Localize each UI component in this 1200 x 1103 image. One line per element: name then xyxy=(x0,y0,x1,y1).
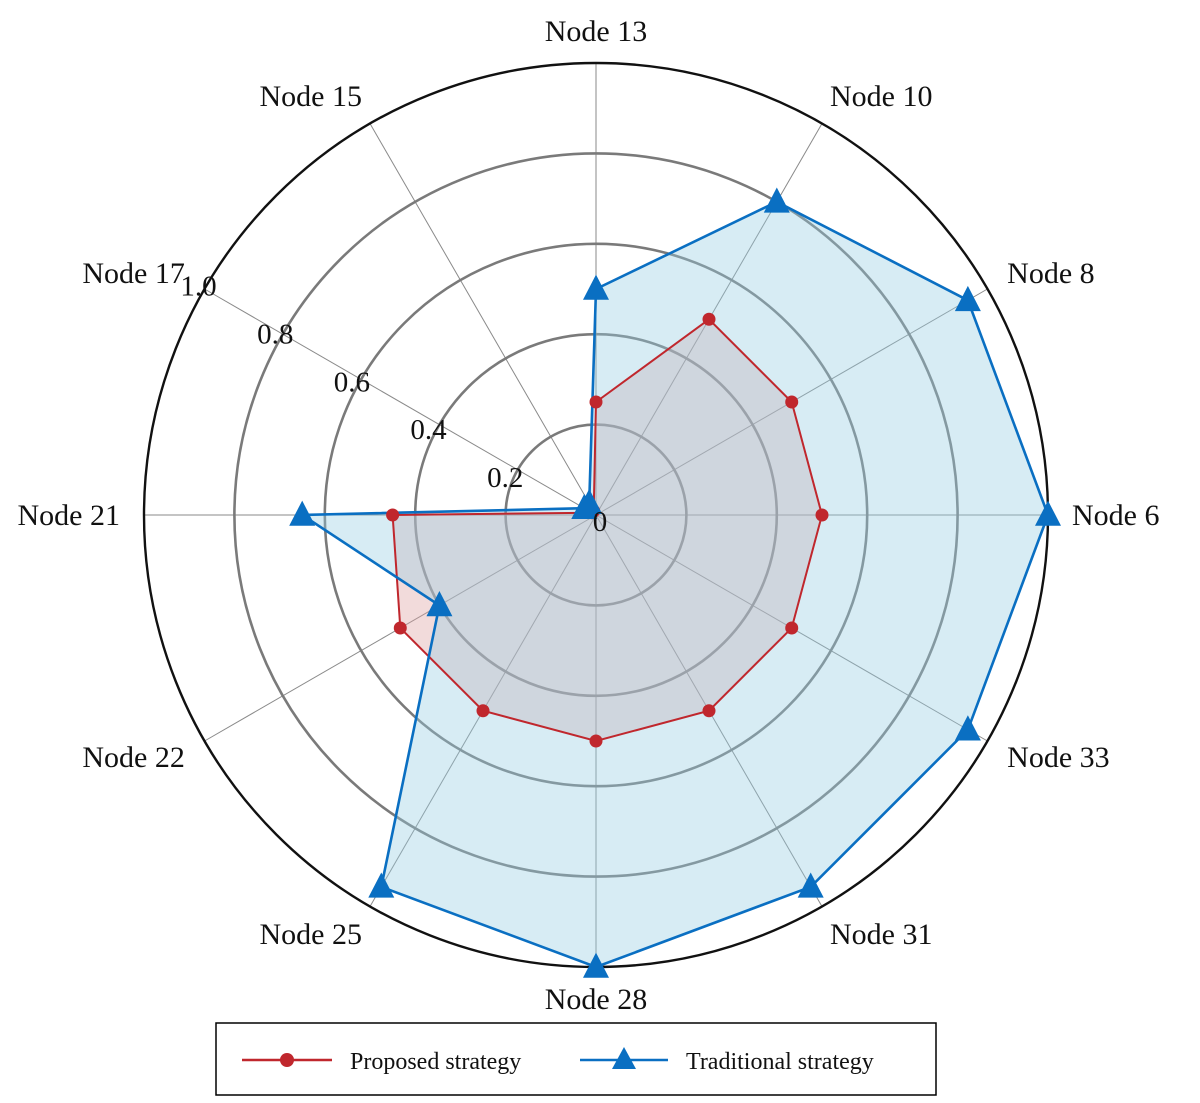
traditional-marker xyxy=(289,500,316,526)
traditional-marker xyxy=(576,488,603,515)
series-markers xyxy=(289,187,1061,978)
legend-label-proposed: Proposed strategy xyxy=(350,1049,521,1075)
category-label: Node 8 xyxy=(1007,257,1094,290)
category-label: Node 10 xyxy=(830,80,932,113)
traditional-marker xyxy=(763,187,790,213)
traditional-marker xyxy=(583,952,609,978)
traditional-marker xyxy=(368,872,395,898)
traditional-marker xyxy=(797,872,824,898)
proposed-marker xyxy=(393,621,407,635)
proposed-marker xyxy=(785,395,799,409)
proposed-marker xyxy=(589,395,603,409)
category-label: Node 21 xyxy=(18,499,120,532)
traditional-marker xyxy=(426,591,453,617)
radial-tick-label: 0.6 xyxy=(334,366,370,398)
radial-tick-label: 0.2 xyxy=(487,462,523,494)
radial-tick-label: 0.4 xyxy=(410,414,447,446)
legend: Proposed strategy Traditional strategy xyxy=(215,1022,937,1096)
spoke-line xyxy=(369,123,597,516)
category-label: Node 28 xyxy=(545,983,647,1016)
radial-tick-label: 0.8 xyxy=(257,318,293,350)
spoke-line xyxy=(204,288,597,516)
legend-box xyxy=(215,1022,937,1096)
series-areas xyxy=(302,201,1048,968)
traditional-marker xyxy=(1035,500,1061,526)
axis-labels: Node 13 Node 10 Node 8 Node 6 Node 33 Node 31… xyxy=(18,15,1160,1016)
proposed-marker xyxy=(386,508,400,522)
proposed-marker xyxy=(815,508,829,522)
legend-label-traditional: Traditional strategy xyxy=(686,1049,874,1075)
legend-marker-traditional xyxy=(612,1047,636,1069)
traditional-marker xyxy=(954,285,981,312)
radial-tick-label: 0 xyxy=(593,506,608,538)
traditional-marker xyxy=(583,274,609,300)
proposed-marker xyxy=(702,312,716,326)
series-area-1 xyxy=(302,201,1048,968)
category-label: Node 17 xyxy=(82,257,184,290)
radial-tick-label: 1.0 xyxy=(180,270,216,302)
proposed-marker xyxy=(476,704,490,718)
proposed-marker xyxy=(589,734,603,748)
category-label: Node 31 xyxy=(830,918,932,951)
series-area-0 xyxy=(392,319,822,741)
grid-circle xyxy=(233,152,959,878)
category-label: Node 33 xyxy=(1007,741,1109,774)
category-label: Node 25 xyxy=(260,918,362,951)
proposed-marker xyxy=(785,621,799,635)
category-label: Node 15 xyxy=(260,80,362,113)
proposed-marker xyxy=(702,704,716,718)
category-label: Node 13 xyxy=(545,15,647,48)
legend-marker-proposed xyxy=(280,1053,294,1067)
category-label: Node 22 xyxy=(82,741,184,774)
traditional-marker xyxy=(954,715,981,741)
category-label: Node 6 xyxy=(1072,499,1159,532)
